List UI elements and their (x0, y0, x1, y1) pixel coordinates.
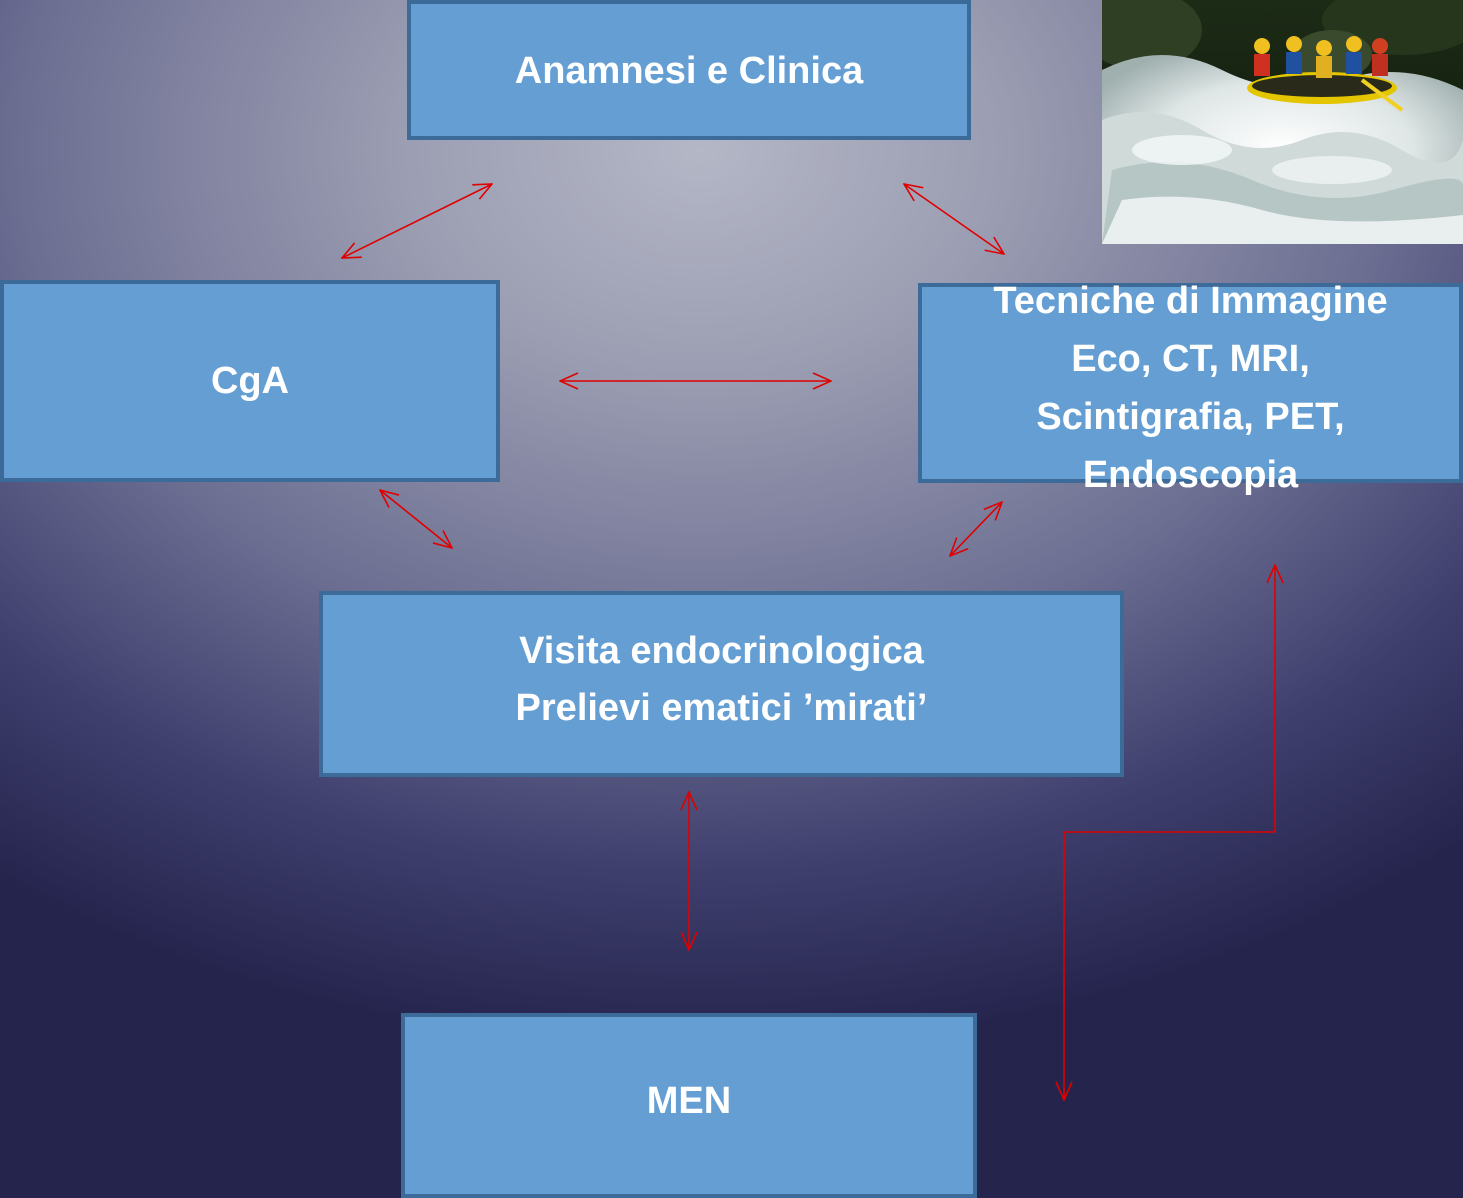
node-tecniche-line-1: Tecniche di Immagine (993, 280, 1388, 322)
node-anamnesi-e-clinica: Anamnesi e Clinica (407, 0, 971, 140)
node-tecniche-line-2: Eco, CT, MRI, (1071, 338, 1310, 380)
arrow-visita-tecniche (950, 502, 1002, 556)
node-visita-endocrinologica: Visita endocrinologica Prelievi ematici … (319, 591, 1124, 777)
node-tecniche-di-immagine: Tecniche di Immagine Eco, CT, MRI, Scint… (918, 280, 1463, 496)
node-anamnesi-label: Anamnesi e Clinica (514, 49, 864, 92)
node-cga: CgA (0, 280, 500, 482)
node-visita-line-1: Visita endocrinologica (519, 630, 924, 672)
rafting-photo (1102, 0, 1463, 244)
node-tecniche-line-4: Endoscopia (1082, 454, 1299, 496)
node-visita-line-2: Prelievi ematici ’mirati’ (515, 687, 928, 729)
node-men-label: MEN (646, 1080, 732, 1122)
arrow-cga-visita (380, 490, 452, 548)
node-tecniche-line-3: Scintigrafia, PET, (1036, 396, 1345, 438)
node-cga-label: CgA (210, 359, 290, 402)
node-men: MEN (401, 1013, 977, 1198)
arrow-anamnesi-tecniche (904, 184, 1004, 254)
arrow-cga-anamnesi (342, 184, 492, 258)
